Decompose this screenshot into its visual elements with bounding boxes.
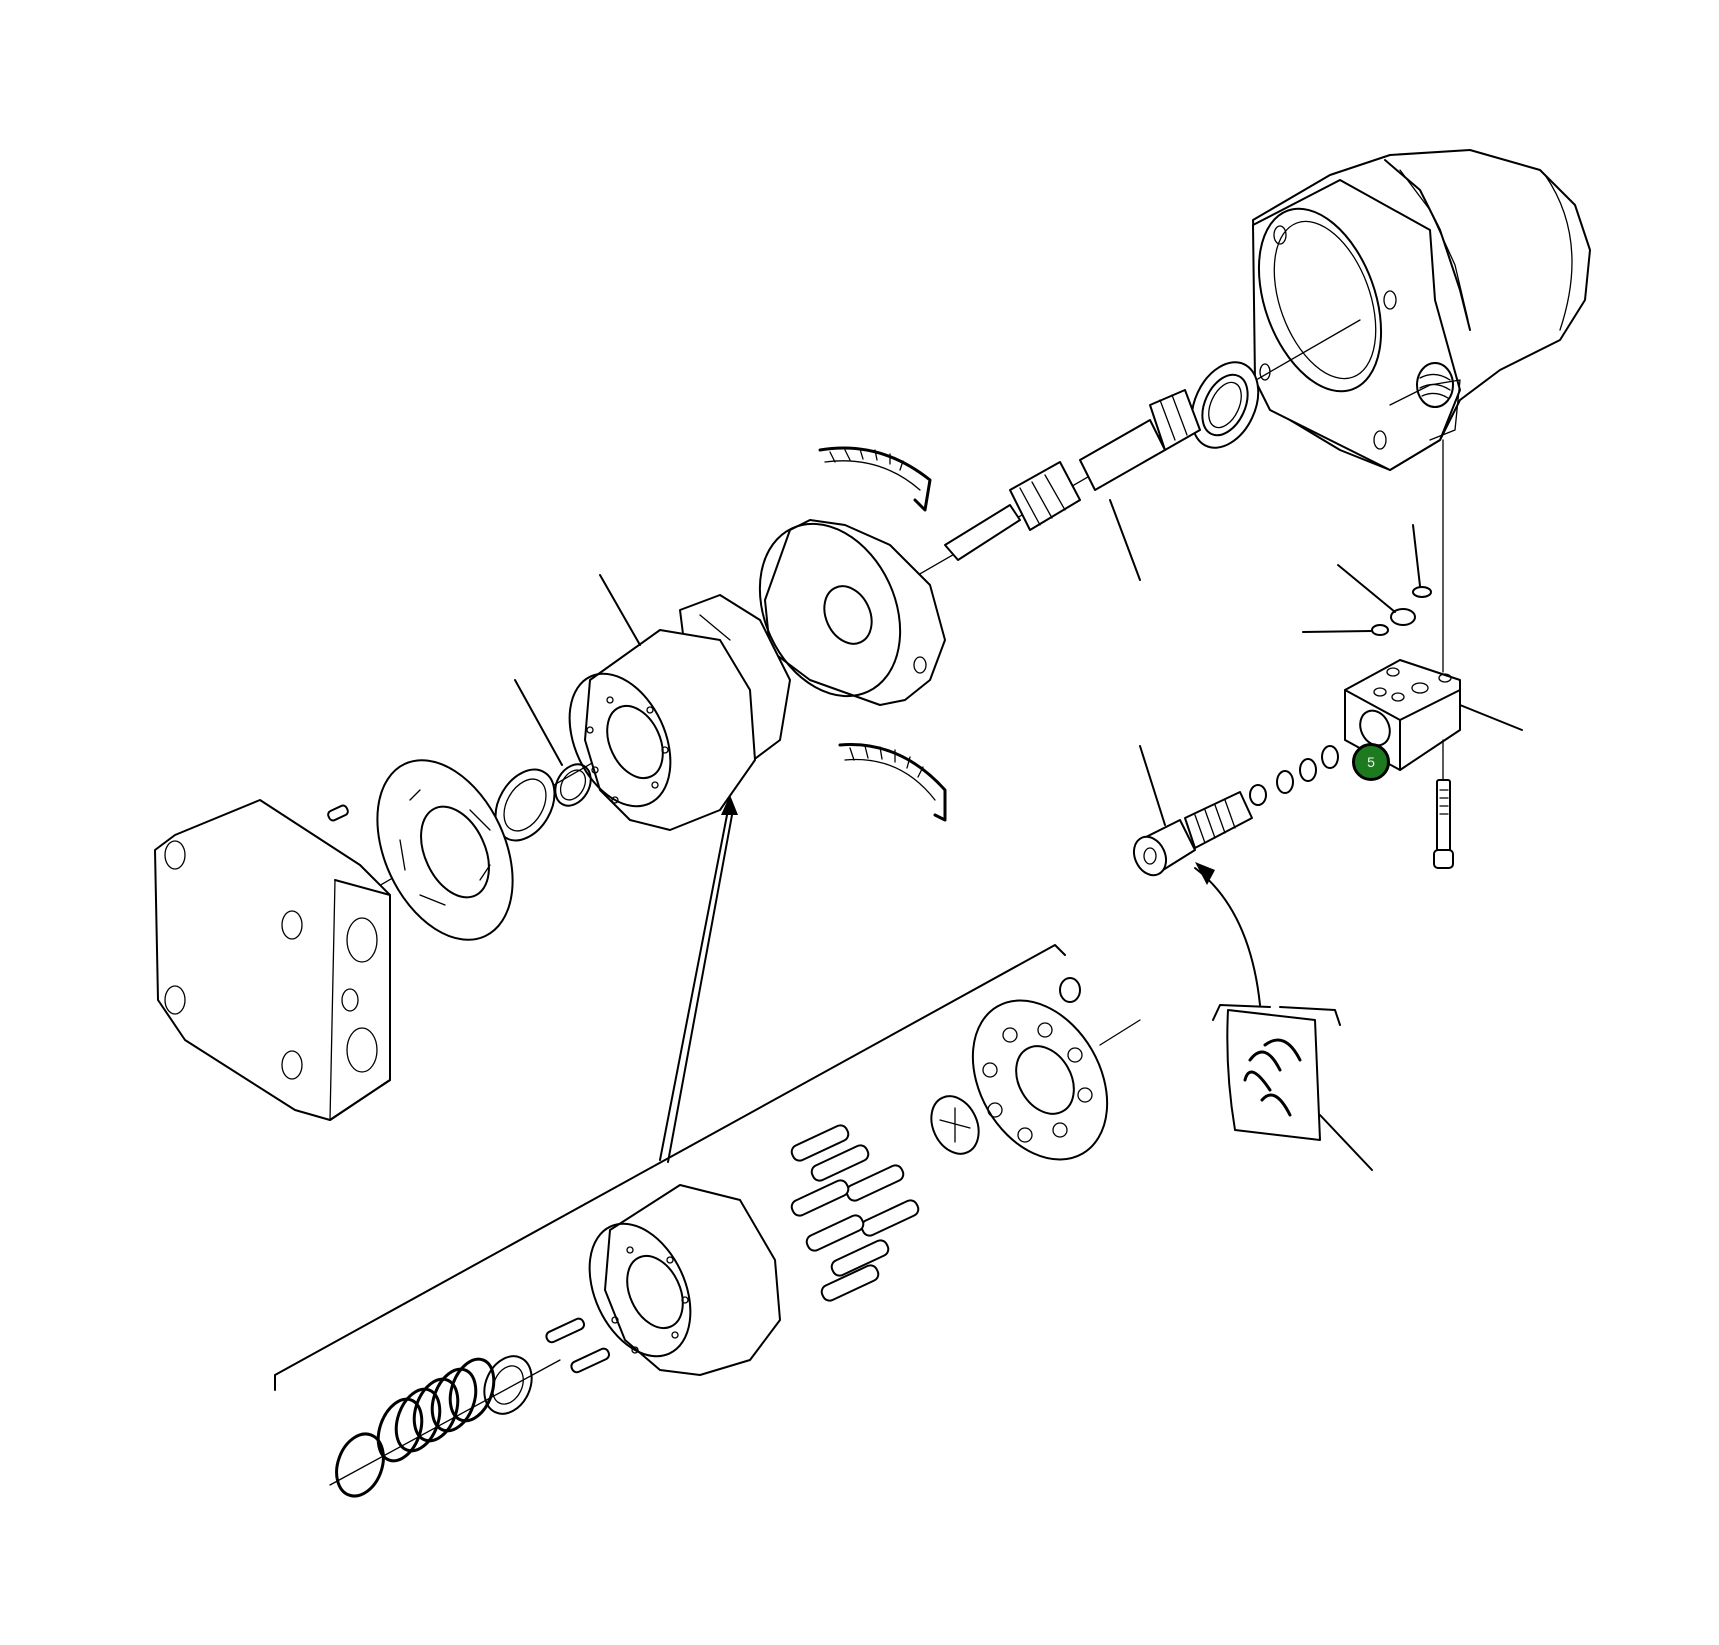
retainer-clip-lower — [838, 743, 947, 822]
leader-line — [1319, 1114, 1373, 1171]
port-block — [154, 799, 391, 1121]
cylinder-block-upper — [568, 574, 791, 831]
leader-line — [1412, 524, 1421, 587]
ball-guide — [930, 1095, 980, 1155]
spring — [376, 1357, 496, 1463]
leader-line — [514, 679, 563, 766]
washer — [483, 1355, 533, 1415]
leader-line — [599, 574, 641, 646]
seal-kit-bag — [1212, 1004, 1373, 1171]
motor-housing — [1252, 149, 1591, 471]
part-callout-badge[interactable]: 5 — [1352, 743, 1390, 781]
bearing-large — [1190, 361, 1260, 449]
retainer-plate — [971, 977, 1141, 1161]
o-rings — [1302, 524, 1432, 636]
callout-label: 5 — [1367, 754, 1375, 770]
valve-plate — [376, 759, 514, 941]
indicator-arrow — [659, 795, 738, 1163]
cap-screw — [1433, 739, 1454, 869]
relief-valve-block — [1344, 439, 1523, 771]
leader-line — [1139, 745, 1166, 826]
snap-ring — [514, 679, 592, 807]
leader-line — [1459, 704, 1523, 731]
valve-cartridge — [1132, 745, 1339, 1006]
leader-line — [1109, 499, 1141, 581]
drive-shaft — [944, 389, 1201, 581]
leader-line — [1337, 564, 1396, 613]
rotating-group-bracket — [274, 944, 1066, 1391]
bearing-small — [494, 768, 556, 842]
leader-line — [1302, 630, 1372, 633]
cylinder-block-lower — [588, 1184, 781, 1376]
snap-ring-lower — [329, 1359, 561, 1498]
retainer-clip-upper — [818, 446, 932, 512]
pins — [545, 1317, 611, 1374]
pistons — [790, 1124, 920, 1302]
dowel-pin — [327, 804, 349, 822]
swash-plate — [758, 519, 946, 706]
